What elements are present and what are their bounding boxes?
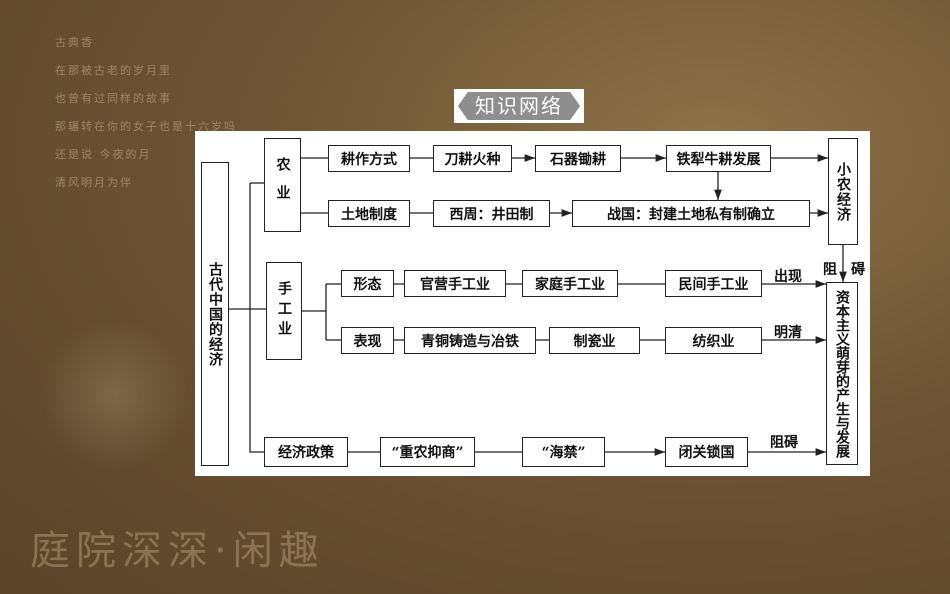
stone-hoe-box: 石器锄耕 xyxy=(535,145,621,172)
fish-painting-decoration xyxy=(40,320,190,470)
closed-door-box: 闭关锁国 xyxy=(665,437,748,467)
trunk-line xyxy=(249,183,264,453)
farming-method-box: 耕作方式 xyxy=(328,145,410,172)
handicraft-box: 手工业 xyxy=(266,262,302,360)
ming-qing-label: 明清 xyxy=(774,325,802,341)
poem-line: 还是说 今夜的月 xyxy=(55,148,152,161)
land-system-box: 土地制度 xyxy=(328,200,410,227)
appear-label: 出现 xyxy=(774,269,802,285)
forms-box: 形态 xyxy=(341,270,394,297)
poem-line: 也曾有过同样的故事 xyxy=(55,92,172,105)
poem-line: 清风明月为伴 xyxy=(55,176,133,189)
poem-line: 在那被古老的岁月里 xyxy=(55,64,172,77)
official-handicraft-box: 官营手工业 xyxy=(404,270,506,297)
porcelain-box: 制瓷业 xyxy=(549,327,640,354)
hinder-label-right: 碍 xyxy=(851,262,865,278)
private-handicraft-box: 民间手工业 xyxy=(665,270,762,297)
poem-line: 那辗转在你的女子也是十六岁吗 xyxy=(55,120,237,133)
agriculture-first-box: “重农抑商” xyxy=(380,437,475,467)
small-peasant-box: 小农经济 xyxy=(828,138,858,245)
slash-burn-box: 刀耕火种 xyxy=(433,145,512,172)
iron-plough-box: 铁犁牛耕发展 xyxy=(666,145,771,172)
root-box: 古代中国的经济 xyxy=(201,162,229,466)
economic-policy-box: 经济政策 xyxy=(264,437,348,467)
hinder-policy-label: 阻碍 xyxy=(770,435,798,451)
diagram-panel xyxy=(195,131,870,476)
sea-ban-box: “海禁” xyxy=(522,437,605,467)
calligraphy-logo: 庭院深深·闲趣 xyxy=(30,528,325,574)
hinder-label-left: 阻 xyxy=(823,262,837,278)
well-field-box: 西周：井田制 xyxy=(433,200,550,227)
family-handicraft-box: 家庭手工业 xyxy=(522,270,618,297)
bronze-iron-box: 青铜铸造与冶铁 xyxy=(404,327,536,354)
textile-box: 纺织业 xyxy=(665,327,762,354)
section-title-text: 知识网络 xyxy=(458,92,580,120)
private-land-box: 战国：封建土地私有制确立 xyxy=(572,200,810,227)
manifest-box: 表现 xyxy=(341,327,394,354)
capitalism-box: 资本主义萌芽的产生与发展 xyxy=(826,282,858,465)
section-title: 知识网络 xyxy=(454,89,584,123)
agriculture-box: 农业 xyxy=(264,138,301,232)
poem-line: 古典香 xyxy=(55,36,94,49)
